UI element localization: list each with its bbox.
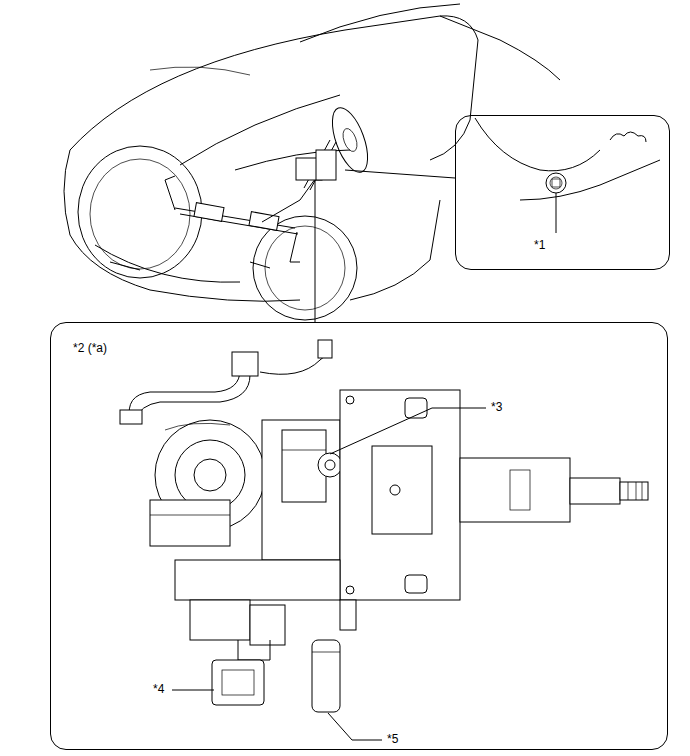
leader-line bbox=[315, 180, 316, 322]
car-outline bbox=[253, 216, 357, 320]
car-outline bbox=[64, 150, 300, 301]
steering-gear bbox=[165, 176, 175, 210]
inset-box: *1 bbox=[455, 115, 670, 270]
steering-column bbox=[282, 450, 326, 451]
steering-column bbox=[194, 459, 226, 491]
inset-switch bbox=[552, 179, 560, 187]
steering-column bbox=[340, 390, 460, 600]
inset-switch bbox=[475, 118, 660, 233]
steering-gear bbox=[194, 203, 224, 222]
steering-column bbox=[405, 575, 427, 593]
inset-switch bbox=[520, 160, 660, 200]
steering-column bbox=[325, 460, 335, 470]
steering-column bbox=[460, 458, 570, 522]
steering-column bbox=[620, 482, 648, 500]
steering-column bbox=[150, 515, 230, 516]
steering-column bbox=[135, 375, 250, 420]
steering-gear bbox=[165, 103, 375, 262]
steering-column bbox=[190, 600, 250, 640]
steering-column bbox=[570, 478, 620, 504]
steering-column bbox=[642, 482, 643, 500]
steering-column bbox=[312, 652, 340, 653]
inset-switch bbox=[550, 177, 562, 189]
car-outline bbox=[90, 159, 190, 269]
steering-gear bbox=[316, 150, 336, 180]
steering-column bbox=[129, 370, 240, 420]
steering-column bbox=[172, 690, 214, 691]
callout-number: *5 bbox=[386, 732, 399, 746]
car-outline bbox=[150, 67, 250, 75]
steering-column bbox=[222, 670, 254, 695]
callout-number: *2 (*a) bbox=[73, 341, 107, 355]
steering-column bbox=[346, 586, 354, 594]
car-outline bbox=[265, 226, 345, 310]
steering-gear bbox=[325, 103, 375, 176]
leader-line bbox=[315, 170, 455, 322]
inset-switch bbox=[475, 118, 600, 171]
steering-column bbox=[120, 410, 142, 424]
steering-column bbox=[250, 605, 285, 645]
steering-gear bbox=[290, 232, 300, 262]
steering-column bbox=[232, 352, 258, 376]
car-outline bbox=[64, 4, 560, 320]
steering-column bbox=[330, 408, 486, 454]
steering-column bbox=[510, 470, 530, 510]
steering-column bbox=[328, 713, 382, 740]
assembly-box: *2 (*a) bbox=[50, 322, 668, 750]
steering-column bbox=[340, 600, 356, 630]
inset-switch bbox=[610, 132, 646, 142]
steering-gear bbox=[262, 175, 318, 222]
car-outline bbox=[300, 4, 460, 42]
car-outline bbox=[350, 200, 440, 300]
car-outline bbox=[440, 16, 560, 80]
steering-column bbox=[120, 340, 648, 740]
car-outline bbox=[78, 146, 202, 278]
steering-column bbox=[212, 660, 264, 705]
steering-column bbox=[165, 423, 230, 430]
steering-column bbox=[318, 340, 332, 358]
callout-number: *3 bbox=[490, 400, 503, 414]
inset-switch bbox=[556, 193, 557, 233]
callout-number: *1 bbox=[534, 238, 545, 252]
callout-number: *4 bbox=[152, 682, 165, 696]
steering-gear bbox=[340, 127, 359, 154]
car-outline bbox=[70, 30, 345, 150]
steering-column bbox=[262, 420, 340, 560]
inset-switch bbox=[546, 173, 566, 193]
steering-column bbox=[636, 482, 637, 500]
steering-column bbox=[318, 453, 342, 477]
steering-column bbox=[175, 560, 340, 600]
steering-column bbox=[238, 640, 270, 660]
leader-line bbox=[345, 170, 455, 178]
car-outline bbox=[430, 40, 478, 160]
steering-column bbox=[390, 485, 400, 495]
steering-column bbox=[346, 396, 354, 404]
steering-column bbox=[312, 640, 340, 712]
steering-column bbox=[150, 500, 230, 546]
steering-column bbox=[628, 482, 629, 500]
steering-column bbox=[372, 446, 432, 534]
